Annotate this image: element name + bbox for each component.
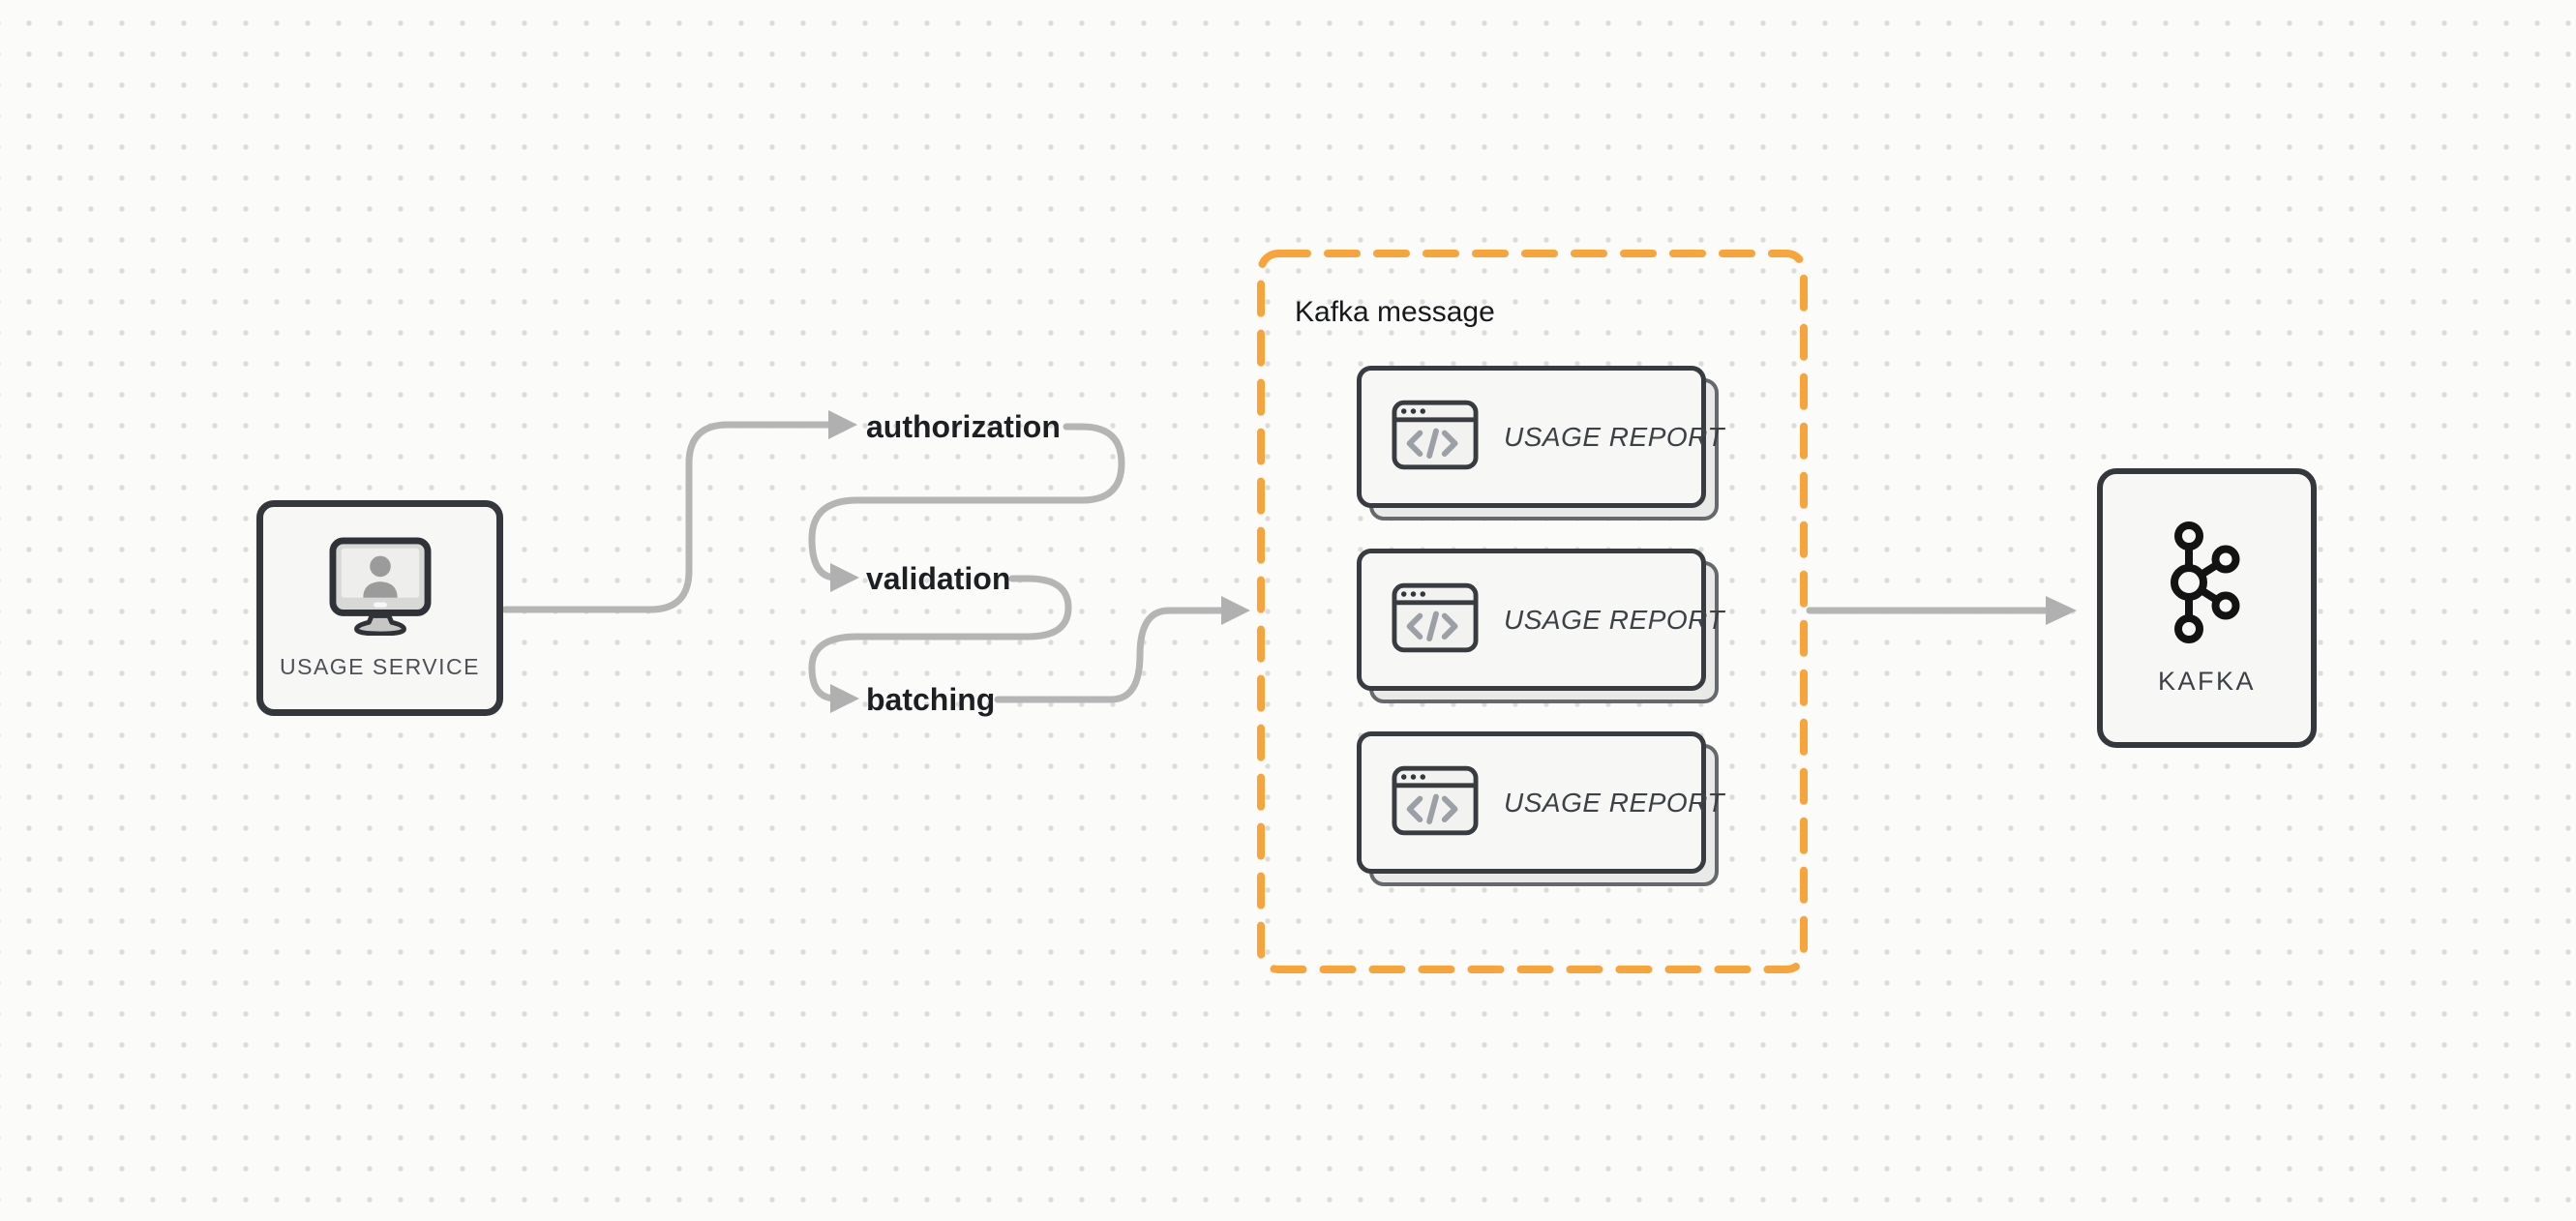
arrowhead-kafka <box>2046 596 2077 625</box>
usage-report-card: USAGE REPORT <box>1357 731 1723 886</box>
code-window-icon <box>1392 400 1479 475</box>
arrowhead-authorization <box>828 410 857 439</box>
monitor-user-icon <box>328 536 433 640</box>
connector-usage-to-authorization <box>501 421 832 613</box>
connector-batching-to-kafka-message <box>994 607 1225 703</box>
usage-report-label: USAGE REPORT <box>1504 421 1724 452</box>
step-batching: batching <box>866 682 996 717</box>
connector-authorization-to-validation <box>808 423 1125 581</box>
arrowhead-batching <box>830 684 859 713</box>
arrowhead-kafka-message <box>1221 596 1250 625</box>
node-kafka: KAFKA <box>2097 468 2317 748</box>
kafka-label: KAFKA <box>2157 666 2257 696</box>
step-validation: validation <box>866 561 1011 596</box>
kafka-message-group-label: Kafka message <box>1295 296 1495 328</box>
step-authorization: authorization <box>866 409 1061 444</box>
usage-service-label: USAGE SERVICE <box>280 653 480 679</box>
usage-report-card: USAGE REPORT <box>1357 366 1723 521</box>
kafka-message-group-border <box>1257 250 1808 973</box>
kafka-logo-icon <box>2170 521 2245 649</box>
node-usage-service: USAGE SERVICE <box>256 500 503 716</box>
usage-report-label: USAGE REPORT <box>1504 787 1724 818</box>
arrowhead-validation <box>830 563 859 592</box>
code-window-icon <box>1392 582 1479 658</box>
usage-report-label: USAGE REPORT <box>1504 604 1724 635</box>
connector-validation-to-batching <box>808 575 1072 702</box>
usage-report-card: USAGE REPORT <box>1357 549 1723 703</box>
code-window-icon <box>1392 765 1479 841</box>
